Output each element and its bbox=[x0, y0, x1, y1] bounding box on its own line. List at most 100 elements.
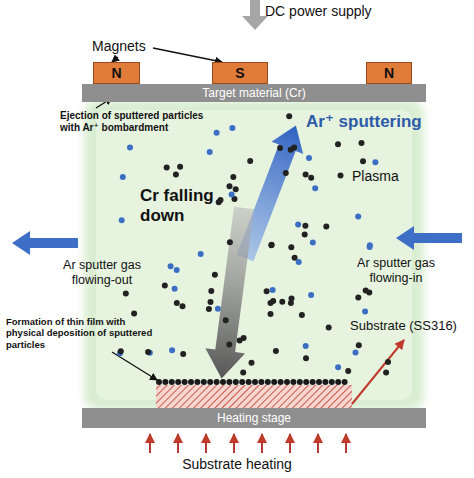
magnet-block: N bbox=[93, 62, 140, 84]
particle-dot bbox=[208, 288, 214, 294]
particle-dot bbox=[123, 291, 129, 297]
particle-dot bbox=[227, 239, 233, 245]
particle-dot bbox=[273, 348, 279, 354]
particle-dot bbox=[174, 267, 180, 273]
particle-dot bbox=[233, 186, 239, 192]
particle-dot bbox=[173, 171, 179, 177]
particle-dot bbox=[268, 242, 274, 248]
gas-out-arrow bbox=[12, 231, 78, 255]
power-arrow bbox=[242, 0, 268, 30]
particle-dot bbox=[363, 287, 369, 293]
particle-dot bbox=[230, 174, 236, 180]
particle-dot bbox=[308, 292, 314, 298]
particle-dot bbox=[174, 300, 180, 306]
particle-dot bbox=[268, 311, 274, 317]
ejection-note: Ejection of sputtered particles with Ar⁺… bbox=[60, 110, 210, 134]
particle-dot bbox=[338, 172, 344, 178]
particle-dot bbox=[162, 283, 168, 289]
magnet-block: S bbox=[212, 62, 268, 84]
gas-in-label: Ar sputter gas flowing-in bbox=[340, 256, 452, 286]
substrate-film bbox=[156, 385, 352, 408]
node-text: N bbox=[384, 65, 394, 81]
particle-dot bbox=[127, 145, 133, 151]
particle-dot bbox=[198, 251, 204, 257]
falling-label: Cr falling down bbox=[140, 186, 230, 227]
particle-dot bbox=[283, 170, 289, 176]
particle-dot bbox=[207, 149, 213, 155]
particle-dot bbox=[208, 299, 214, 305]
particle-dot bbox=[120, 174, 126, 180]
particle-dot bbox=[303, 355, 309, 361]
particle-dot bbox=[353, 350, 359, 356]
node-text: Target material (Cr) bbox=[202, 86, 305, 100]
leader-line bbox=[112, 352, 157, 380]
particle-dot bbox=[299, 312, 305, 318]
particle-dot bbox=[360, 158, 366, 164]
particle-dot bbox=[249, 360, 255, 366]
leader-line bbox=[153, 48, 222, 62]
particle-dot bbox=[227, 183, 233, 189]
particle-dot bbox=[355, 213, 361, 219]
particle-dot bbox=[180, 303, 186, 309]
particle-dot bbox=[295, 221, 301, 227]
particle-dot bbox=[119, 217, 125, 223]
particle-dot bbox=[362, 308, 368, 314]
node-text: S bbox=[235, 65, 244, 81]
heating-label: Substrate heating bbox=[162, 456, 312, 473]
particle-dot bbox=[303, 171, 309, 177]
particle-dot bbox=[226, 341, 232, 347]
plasma-label: Plasma bbox=[352, 168, 422, 185]
particle-dot bbox=[383, 370, 389, 376]
particle-dot bbox=[367, 242, 373, 248]
particle-dot bbox=[289, 295, 295, 301]
particle-dot bbox=[291, 145, 297, 151]
particle-dot bbox=[131, 311, 137, 317]
particle-dot bbox=[302, 223, 308, 229]
particle-dot bbox=[303, 343, 309, 349]
particle-dot bbox=[345, 368, 351, 374]
particle-dot bbox=[145, 349, 151, 355]
falling-arrow bbox=[202, 205, 264, 381]
particle-dot bbox=[180, 351, 186, 357]
particle-dot bbox=[215, 306, 221, 312]
particle-dot bbox=[247, 158, 253, 164]
particle-dot bbox=[326, 325, 332, 331]
heating-stage-bar: Heating stage bbox=[82, 408, 426, 428]
particle-dot bbox=[164, 165, 170, 171]
deposited-particles bbox=[156, 379, 348, 385]
particle-dot bbox=[269, 242, 275, 248]
gas-out-label: Ar sputter gas flowing-out bbox=[46, 258, 158, 288]
magnets-label: Magnets bbox=[92, 38, 162, 55]
particle-dot bbox=[169, 347, 175, 353]
node-text: N bbox=[111, 65, 121, 81]
particle-dot bbox=[223, 317, 229, 323]
particle-dot bbox=[214, 130, 220, 136]
particle-dot bbox=[229, 191, 235, 197]
particle-dot bbox=[172, 286, 178, 292]
particle-dot bbox=[312, 185, 318, 191]
particle-dot bbox=[212, 272, 218, 278]
node-text: Heating stage bbox=[217, 411, 291, 425]
particle-dot bbox=[279, 299, 285, 305]
substrate-label: Substrate (SS316) bbox=[350, 318, 470, 334]
formation-note: Formation of thin film with physical dep… bbox=[6, 316, 156, 350]
particle-dot bbox=[270, 298, 276, 304]
particle-dot bbox=[308, 175, 314, 181]
particle-dot bbox=[264, 288, 270, 294]
particle-dot bbox=[118, 348, 124, 354]
target-bar: Target material (Cr) bbox=[82, 84, 426, 102]
heating-arrows bbox=[150, 434, 346, 453]
particle-dot bbox=[359, 140, 365, 146]
substrate-arrow bbox=[352, 340, 404, 404]
particle-dot bbox=[296, 259, 302, 265]
gas-in-arrow bbox=[396, 226, 462, 250]
particle-dot bbox=[277, 145, 283, 151]
particle-dot bbox=[288, 244, 294, 250]
particle-dot bbox=[372, 159, 378, 165]
sputtering-label: Ar⁺ sputtering bbox=[306, 112, 446, 132]
particle-dot bbox=[270, 287, 276, 293]
particle-dot bbox=[355, 295, 361, 301]
magnet-block: N bbox=[366, 62, 412, 84]
particle-dot bbox=[286, 113, 292, 119]
power-label: DC power supply bbox=[265, 3, 405, 20]
